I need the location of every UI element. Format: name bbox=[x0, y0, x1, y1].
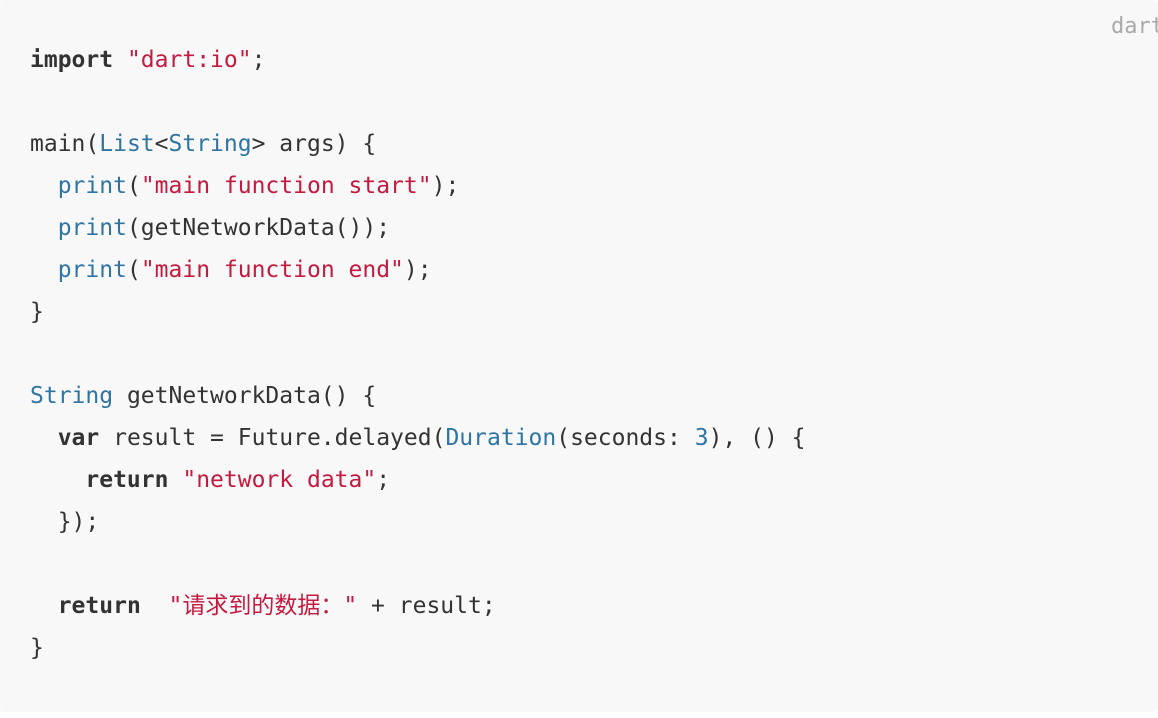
code-line bbox=[30, 543, 806, 585]
code-line: import "dart:io"; bbox=[30, 39, 806, 81]
code-token: result = Future.delayed( bbox=[99, 425, 446, 451]
code-token: return bbox=[85, 467, 169, 493]
code-line: return "请求到的数据：" + result; bbox=[30, 585, 806, 627]
code-token bbox=[30, 593, 58, 619]
code-line: main(List<String> args) { bbox=[30, 123, 806, 165]
code-token: print bbox=[57, 173, 127, 199]
code-line: return "network data"; bbox=[30, 459, 806, 501]
code-token bbox=[113, 47, 127, 73]
code-token bbox=[30, 173, 58, 199]
code-token: String bbox=[168, 131, 252, 157]
code-token: print bbox=[57, 257, 127, 283]
code-token: "请求到的数据：" bbox=[168, 593, 358, 619]
code-content: import "dart:io";main(List<String> args)… bbox=[30, 39, 806, 669]
code-token: String bbox=[30, 383, 114, 409]
code-line: print("main function end"); bbox=[30, 249, 806, 291]
code-token: return bbox=[57, 593, 141, 619]
language-label: dart bbox=[1111, 14, 1158, 39]
code-token: "network data" bbox=[182, 467, 377, 493]
code-line: print(getNetworkData()); bbox=[30, 207, 806, 249]
code-token: ); bbox=[431, 173, 460, 199]
code-token: ( bbox=[126, 257, 141, 283]
code-token: main( bbox=[30, 131, 100, 157]
code-token: } bbox=[30, 635, 44, 661]
code-token: List bbox=[99, 131, 155, 157]
code-token: + result; bbox=[357, 593, 496, 619]
code-line bbox=[30, 81, 806, 123]
code-token: ), () { bbox=[708, 425, 806, 451]
code-token: "dart:io" bbox=[126, 47, 252, 73]
code-token: } bbox=[30, 299, 44, 325]
code-token bbox=[168, 467, 182, 493]
code-line: var result = Future.delayed(Duration(sec… bbox=[30, 417, 806, 459]
code-token: < bbox=[154, 131, 169, 157]
code-line: } bbox=[30, 627, 806, 669]
code-token: print bbox=[57, 215, 127, 241]
code-token: ( bbox=[126, 173, 141, 199]
code-token bbox=[141, 593, 169, 619]
code-line bbox=[30, 333, 806, 375]
code-token: ; bbox=[251, 47, 266, 73]
code-line: String getNetworkData() { bbox=[30, 375, 806, 417]
code-token: ; bbox=[376, 467, 391, 493]
code-token: 3 bbox=[694, 425, 709, 451]
code-line: }); bbox=[30, 501, 806, 543]
code-token: getNetworkData() { bbox=[113, 383, 377, 409]
code-token: (seconds: bbox=[556, 425, 695, 451]
code-token: ); bbox=[403, 257, 432, 283]
code-token: > args) { bbox=[251, 131, 377, 157]
code-token bbox=[30, 257, 58, 283]
code-token: var bbox=[57, 425, 100, 451]
code-token bbox=[30, 467, 85, 493]
code-token bbox=[30, 215, 58, 241]
code-token: }); bbox=[30, 509, 100, 535]
code-token: (getNetworkData()); bbox=[126, 215, 391, 241]
code-token: import bbox=[30, 47, 114, 73]
code-token bbox=[30, 425, 58, 451]
code-token: Duration bbox=[445, 425, 557, 451]
code-token: "main function end" bbox=[140, 257, 404, 283]
code-line: print("main function start"); bbox=[30, 165, 806, 207]
code-token: "main function start" bbox=[140, 173, 432, 199]
code-line: } bbox=[30, 291, 806, 333]
